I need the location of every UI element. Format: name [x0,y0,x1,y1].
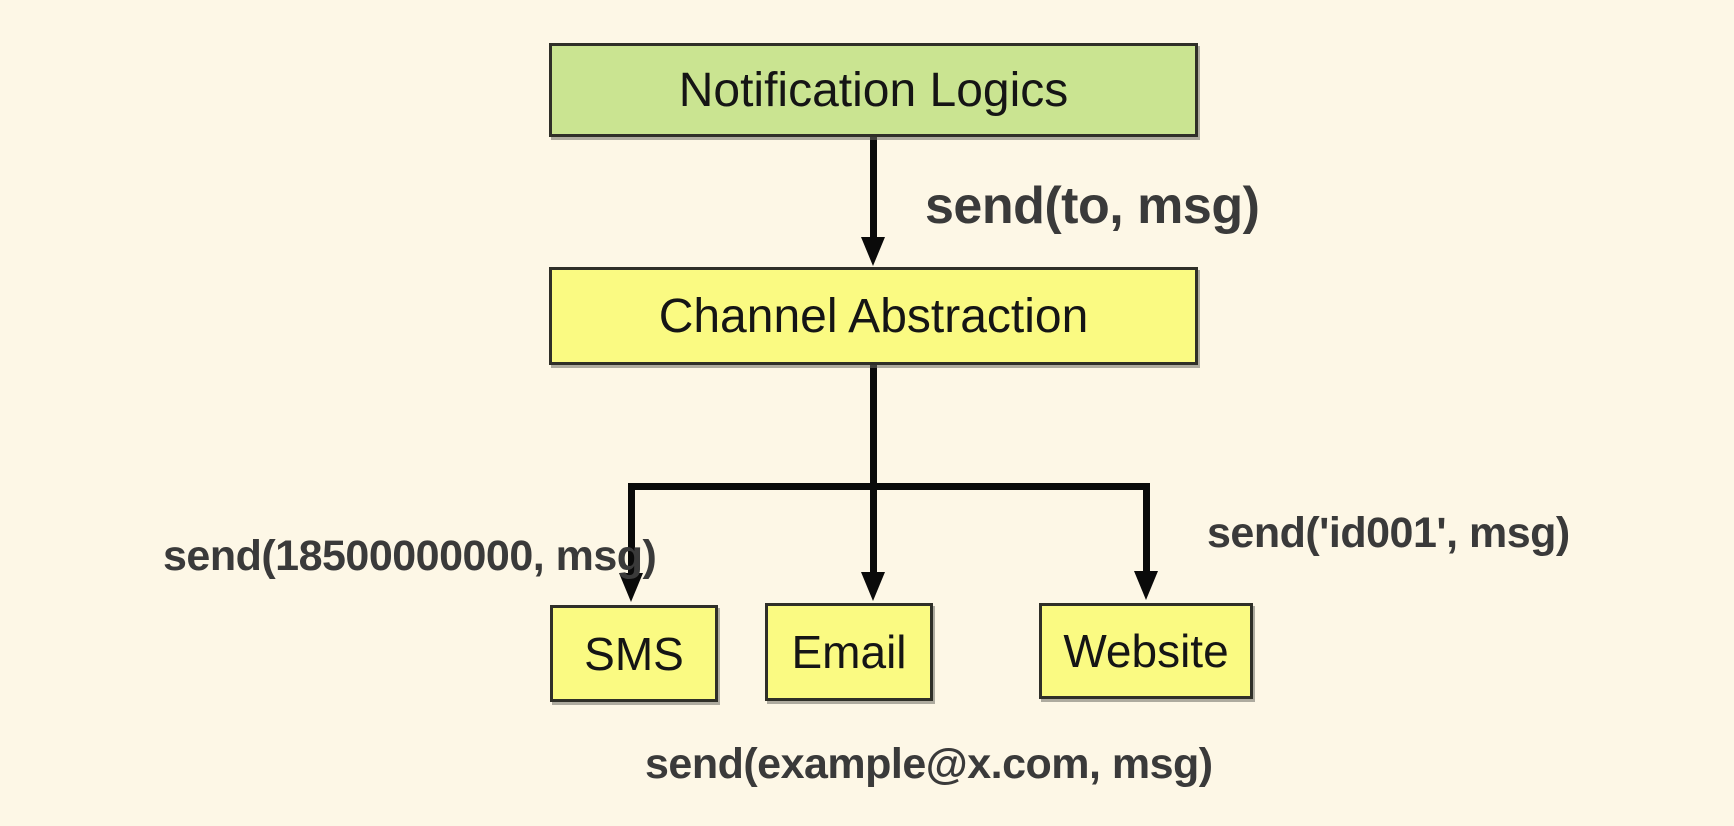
edge-line-branch-bar [628,483,1150,490]
arrowhead-down-channel-icon [861,237,885,266]
edge-label-send-website: send('id001', msg) [1207,509,1570,557]
arrowhead-down-website-icon [1134,571,1158,600]
edge-line-branch-to-sms [628,483,635,575]
arrowhead-down-email-icon [861,572,885,601]
edge-line-notification-to-channel [870,137,877,239]
edge-line-branch-to-website [1143,483,1150,574]
node-channel-abstraction: Channel Abstraction [549,267,1198,365]
edge-line-channel-to-branch [870,365,877,573]
node-website: Website [1039,603,1253,699]
edge-label-send-email: send(example@x.com, msg) [645,740,1213,788]
node-email: Email [765,603,933,701]
edge-label-send-sms: send(18500000000, msg) [163,532,657,580]
node-sms: SMS [550,605,718,702]
edge-label-send-generic: send(to, msg) [925,177,1260,235]
arrowhead-down-sms-icon [619,573,643,602]
node-notification-logics: Notification Logics [549,43,1198,137]
